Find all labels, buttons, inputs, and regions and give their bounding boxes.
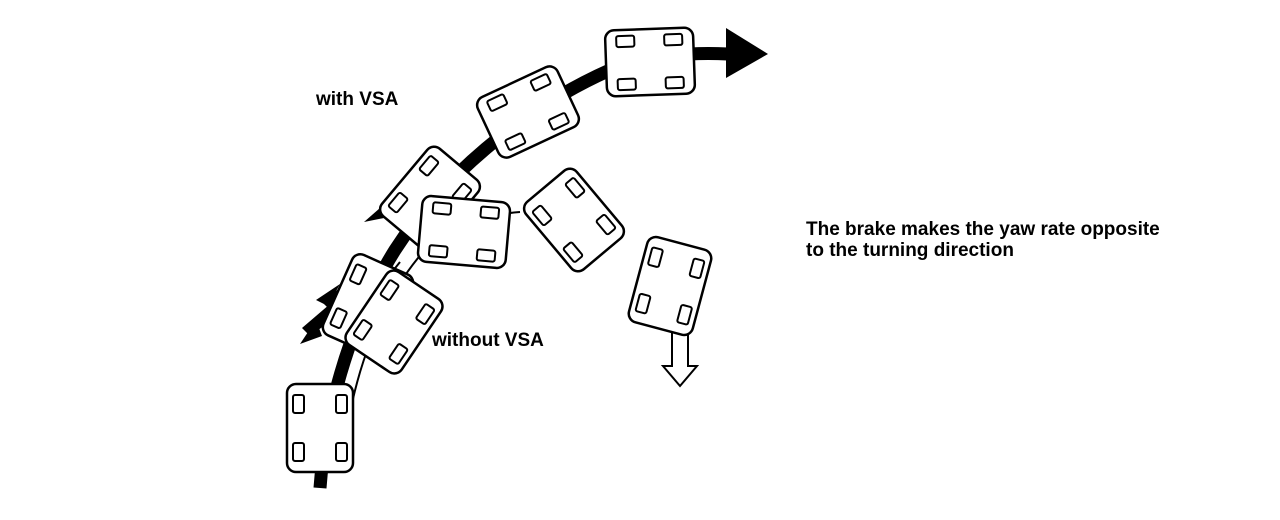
car (627, 235, 713, 337)
car (285, 382, 355, 474)
caption-line-2: to the turning direction (806, 240, 1014, 261)
caption-line-1: The brake makes the yaw rate opposite (806, 219, 1160, 240)
with-vsa-label: with VSA (316, 89, 399, 110)
without-vsa-label: without VSA (432, 330, 544, 351)
without-vsa-arrow (660, 331, 700, 388)
with-vsa-arrowhead (726, 28, 768, 78)
brake-caption: The brake makes the yaw rate opposite to… (806, 219, 1160, 261)
car (416, 194, 512, 270)
car (603, 26, 697, 98)
car (344, 269, 444, 375)
car (475, 65, 581, 159)
car (522, 167, 626, 273)
